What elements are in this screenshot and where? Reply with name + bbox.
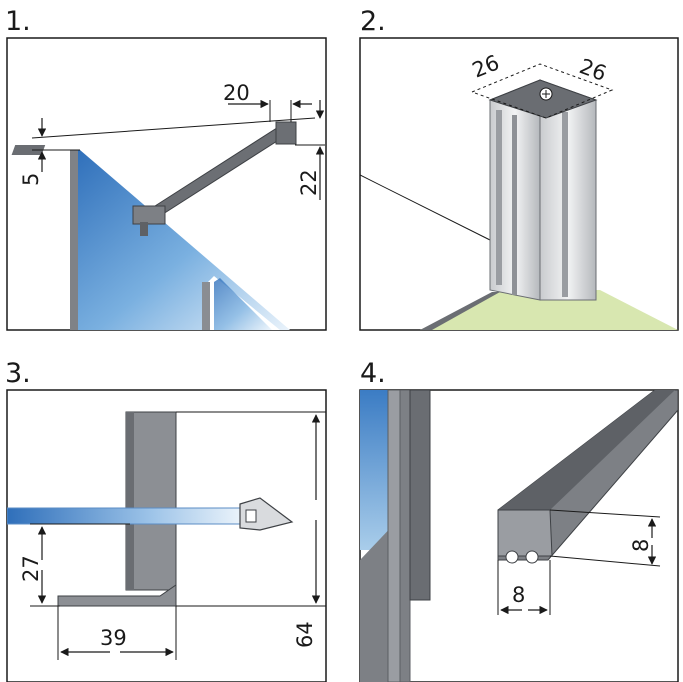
glass-pane-second <box>214 278 272 330</box>
wall-bracket <box>275 121 297 145</box>
wall-profile-inner <box>409 390 431 601</box>
panel-3: 3. 27 <box>5 358 327 682</box>
panel-1: 1. <box>5 6 327 331</box>
profile-groove-2 <box>512 115 517 295</box>
glass-clamp-lip <box>140 222 148 236</box>
dim-height-total: 64 <box>293 621 317 648</box>
dim-height-small: 27 <box>19 555 43 582</box>
glass-edge <box>360 390 388 550</box>
wall-profile <box>70 150 78 330</box>
dim-width: 39 <box>100 626 127 650</box>
wall-profile-cap <box>11 145 46 155</box>
door-profile <box>202 282 210 330</box>
dim-width-4: 8 <box>512 583 525 607</box>
wall-edge <box>360 174 491 241</box>
dim-height-4: 8 <box>629 539 653 552</box>
wall-profile-mid <box>399 390 411 682</box>
seal-strip-top <box>498 390 675 510</box>
glass-pane <box>76 150 290 330</box>
panel-2-number: 2. <box>360 6 386 37</box>
vertical-profile <box>125 411 177 591</box>
panel-3-number: 3. <box>5 358 31 389</box>
floor-profile <box>420 292 500 330</box>
profile-groove-3 <box>562 112 568 297</box>
dim-left-offset: 5 <box>19 173 43 186</box>
panel-2: 2. 26 26 <box>359 6 679 331</box>
wall-profile-outer <box>387 390 401 682</box>
seal-profile-end <box>497 509 553 557</box>
glass-clamp <box>132 205 166 225</box>
profile-groove-1 <box>496 110 502 285</box>
panel-4-number: 4. <box>360 358 386 389</box>
panel-1-number: 1. <box>5 6 31 37</box>
dim-right-height: 22 <box>297 169 321 196</box>
reference-line-top <box>31 117 316 139</box>
profile-footprint <box>471 63 614 119</box>
dim-top-width: 20 <box>223 81 250 105</box>
panel-4: 4. 8 8 <box>359 358 679 682</box>
glass-panel-section <box>7 507 246 525</box>
